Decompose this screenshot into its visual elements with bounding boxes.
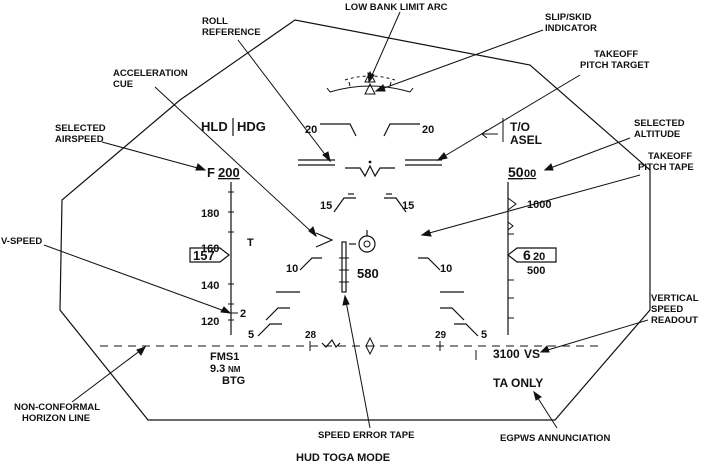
distance-value: 9.3 bbox=[210, 363, 225, 375]
callout-low-bank-limit-arc: LOW BANK LIMIT ARC bbox=[345, 2, 448, 13]
heading-pointer-icon bbox=[365, 336, 375, 347]
pitch-line-15: 15 15 bbox=[320, 197, 414, 213]
heading-scale: 28 29 bbox=[305, 330, 477, 360]
callout-takeoff-pitch-tape-2: PITCH TAPE bbox=[638, 162, 694, 173]
callout-vertical-speed-readout-2: SPEED bbox=[651, 304, 683, 315]
callout-non-conformal-horizon-1: NON-CONFORMAL bbox=[14, 402, 100, 413]
altitude-readout-box bbox=[507, 247, 557, 263]
altitude-tick-1000: 1000 bbox=[527, 199, 551, 211]
heading-label-29: 29 bbox=[435, 330, 447, 341]
waypoint: BTG bbox=[222, 375, 245, 387]
slip-skid-indicator-icon bbox=[364, 82, 376, 95]
distance-unit: NM bbox=[228, 365, 241, 374]
callout-roll-reference-2: REFERENCE bbox=[202, 27, 261, 38]
t-marker: T bbox=[247, 237, 254, 249]
airspeed-readout: 157 bbox=[193, 248, 215, 263]
pitch-label-15-left: 15 bbox=[320, 200, 332, 212]
airspeed-tape: F 200 180 140 120 160 157 T 2 bbox=[189, 165, 254, 335]
heading-mode: HDG bbox=[237, 119, 266, 134]
callout-slip-skid-1: SLIP/SKID bbox=[545, 12, 592, 23]
callout-acceleration-cue-1: ACCELERATION bbox=[113, 68, 188, 79]
pitch-label-10-right: 10 bbox=[440, 263, 452, 275]
figure-caption: HUD TOGA MODE bbox=[296, 452, 390, 464]
callout-roll-reference-1: ROLL bbox=[202, 16, 228, 27]
callout-egpws-annunciation: EGPWS ANNUNCIATION bbox=[500, 433, 610, 444]
airspeed-tick-180: 180 bbox=[201, 208, 219, 220]
pitch-label-20-left: 20 bbox=[305, 124, 317, 136]
pitch-label-10-left: 10 bbox=[286, 263, 298, 275]
airspeed-readout-box bbox=[189, 247, 230, 263]
altitude-readout-small: 20 bbox=[533, 251, 545, 263]
callout-acceleration-cue-2: CUE bbox=[113, 79, 133, 90]
selected-speed: 200 bbox=[218, 165, 240, 180]
takeoff-pitch-target bbox=[298, 159, 442, 178]
callout-v-speed: V-SPEED bbox=[1, 236, 42, 247]
airspeed-tick-140: 140 bbox=[201, 280, 219, 292]
airspeed-tick-160-partial: 160 bbox=[201, 243, 219, 255]
flight-path-symbol bbox=[349, 230, 376, 253]
callout-takeoff-pitch-target-1: TAKEOFF bbox=[594, 49, 638, 60]
airspeed-tick-120: 120 bbox=[201, 316, 219, 328]
altitude-readout-big: 6 bbox=[523, 247, 531, 263]
callout-non-conformal-horizon-2: HORIZON LINE bbox=[22, 413, 90, 424]
center-readout: 580 bbox=[357, 266, 379, 281]
pitch-label-15-right: 15 bbox=[402, 200, 414, 212]
pitch-label-5-right: 5 bbox=[481, 329, 487, 341]
callout-slip-skid-2: INDICATOR bbox=[545, 23, 597, 34]
selected-speed-prefix: F bbox=[207, 165, 215, 180]
callout-vertical-speed-readout-3: READOUT bbox=[651, 315, 698, 326]
vs-unit: VS bbox=[524, 347, 540, 361]
pitch-line-20: 20 20 bbox=[305, 123, 434, 137]
vertical-mode-asel: ASEL bbox=[510, 133, 542, 147]
callout-selected-airspeed-1: SELECTED bbox=[55, 123, 106, 134]
heading-label-28: 28 bbox=[305, 330, 317, 341]
egpws-annunciation: TA ONLY bbox=[493, 376, 543, 390]
pitch-line-10: 10 10 bbox=[286, 257, 452, 275]
pitch-label-20-right: 20 bbox=[422, 124, 434, 136]
acceleration-cue-icon bbox=[315, 232, 334, 248]
lateral-mode: HLD bbox=[201, 119, 228, 134]
altitude-tape: 50 00 1000 500 6 20 bbox=[507, 164, 557, 335]
callout-selected-altitude-2: ALTITUDE bbox=[634, 129, 680, 140]
callout-selected-airspeed-2: AIRSPEED bbox=[55, 134, 104, 145]
speed-error-tape bbox=[339, 241, 349, 293]
callout-speed-error-tape: SPEED ERROR TAPE bbox=[318, 430, 414, 441]
callout-selected-altitude-1: SELECTED bbox=[634, 118, 685, 129]
callout-takeoff-pitch-tape-1: TAKEOFF bbox=[648, 151, 692, 162]
vspeed-marker: 2 bbox=[240, 308, 246, 320]
pitch-label-5-left: 5 bbox=[248, 329, 254, 341]
callout-vertical-speed-readout-1: VERTICAL bbox=[651, 293, 699, 304]
selected-altitude-small: 00 bbox=[524, 168, 536, 180]
selected-altitude-big: 50 bbox=[508, 164, 524, 180]
callout-takeoff-pitch-target-2: PITCH TARGET bbox=[580, 60, 650, 71]
callout-leaders bbox=[43, 11, 649, 429]
altitude-tick-500: 500 bbox=[527, 265, 545, 277]
hud-combiner-outline bbox=[59, 19, 651, 421]
vs-value: 3100 bbox=[493, 347, 520, 361]
pitch-line-5: 5 5 bbox=[248, 291, 487, 341]
vertical-mode-to: T/O bbox=[510, 120, 530, 134]
nav-source: FMS1 bbox=[210, 351, 239, 363]
